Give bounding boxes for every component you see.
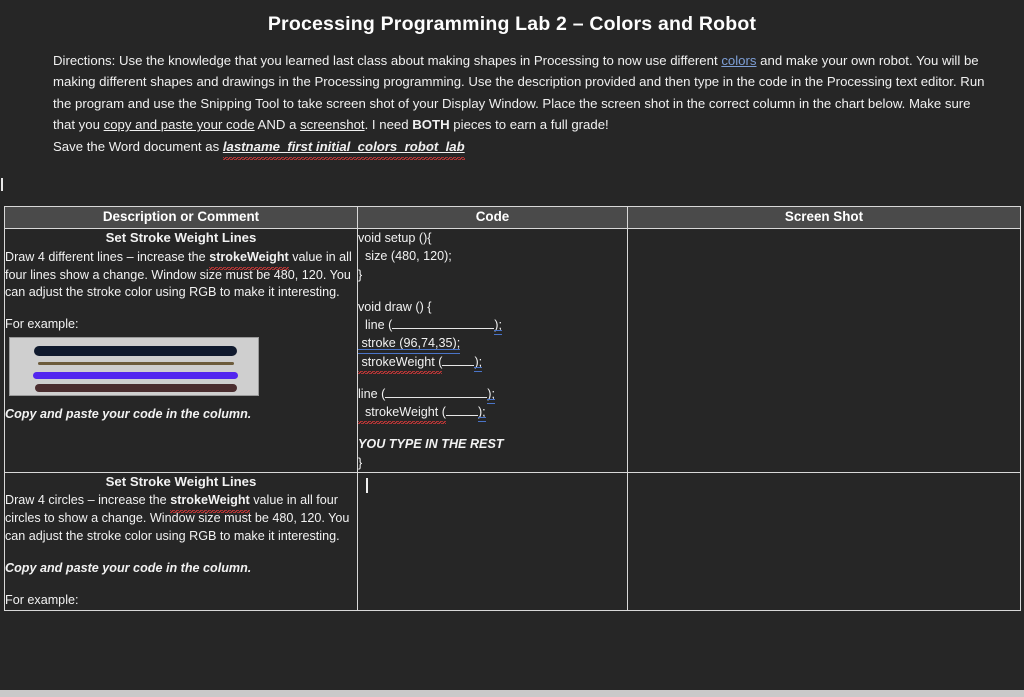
code-text-sw1-post: ); <box>474 353 482 373</box>
row1-desc-pre: Draw 4 different lines – increase the <box>5 249 210 264</box>
code-text-stroke: stroke (96,74,35); <box>358 334 461 354</box>
table-header-row: Description or Comment Code Screen Shot <box>4 206 1021 229</box>
row1-title: Set Stroke Weight Lines <box>105 230 257 245</box>
code-line-size: size (480, 120); <box>358 247 627 265</box>
code-line-line-1: line (); <box>358 316 627 336</box>
row1-example-label: For example: <box>5 317 79 332</box>
lab-table: Description or Comment Code Screen Shot … <box>4 206 1021 611</box>
row2-description-cell[interactable]: Set Stroke Weight Lines Draw 4 circles –… <box>4 471 358 611</box>
code-text-close-setup: } <box>358 267 363 282</box>
code-text-line1-pre: line ( <box>358 318 393 332</box>
colors-hyperlink[interactable]: colors <box>721 53 757 68</box>
code-text-draw: void draw () { <box>358 299 432 314</box>
example-line-4 <box>35 384 237 393</box>
margin-text-caret <box>1 178 3 191</box>
row2-desc-keyword: strokeWeight <box>170 492 250 514</box>
code-text-line1-post: ); <box>494 316 502 336</box>
directions-emphasis-both: BOTH <box>412 117 450 133</box>
example-line-3 <box>33 372 238 380</box>
row1-example-image <box>9 337 259 397</box>
directions-emphasis-copy-paste: copy and paste your code <box>103 117 255 133</box>
text-caret <box>366 477 368 493</box>
code-text-line2-pre: line ( <box>358 386 386 401</box>
column-header-code: Code <box>357 206 628 229</box>
row2-spacer-2 <box>5 578 357 592</box>
code-text-size: size (480, 120); <box>358 249 452 264</box>
code-line-stroke: stroke (96,74,35); <box>358 334 627 354</box>
page-title: Processing Programming Lab 2 – Colors an… <box>267 13 757 35</box>
code-blank-fill-1[interactable] <box>392 328 495 329</box>
directions-text-4: . I need <box>364 117 413 133</box>
code-line-draw: void draw () { <box>358 298 627 316</box>
table-row: Set Stroke Weight Lines Draw 4 circles –… <box>4 471 1021 611</box>
row2-desc-pre: Draw 4 circles – increase the <box>5 493 171 508</box>
row1-spacer-2 <box>5 396 357 406</box>
directions-block: Directions: Use the knowledge that you l… <box>53 50 994 161</box>
code-blank-fill-2[interactable] <box>442 364 475 366</box>
directions-label: Directions: <box>53 53 116 68</box>
row2-example-label: For example: <box>5 592 79 607</box>
row1-description-text: Draw 4 different lines – increase the st… <box>5 249 357 303</box>
row1-desc-post: value in all four lines show a change. W… <box>5 249 352 300</box>
code-line-instruction: YOU TYPE IN THE REST <box>358 435 627 453</box>
column-header-description: Description or Comment <box>4 206 358 229</box>
code-blank-1 <box>358 284 627 298</box>
code-text-sw1-pre: strokeWeight ( <box>358 353 443 375</box>
directions-text-1: Use the knowledge that you learned last … <box>115 53 722 68</box>
example-line-2 <box>38 362 234 366</box>
table-row: Set Stroke Weight Lines Draw 4 different… <box>4 228 1021 473</box>
directions-emphasis-screenshot: screenshot <box>300 117 365 133</box>
directions-text-3: AND a <box>254 117 301 133</box>
code-text-close-draw: } <box>358 455 363 470</box>
directions-text-5: pieces to earn a full grade! <box>449 117 609 133</box>
row1-description-cell[interactable]: Set Stroke Weight Lines Draw 4 different… <box>4 228 358 473</box>
code-text-instruction: YOU TYPE IN THE REST <box>358 437 504 452</box>
code-blank-fill-4[interactable] <box>445 415 478 416</box>
save-instruction: Save the Word document as lastname_first… <box>53 136 994 161</box>
save-filename: lastname_first initial_colors_robot_lab <box>222 136 465 161</box>
code-line-line-2: line (); <box>358 385 627 405</box>
example-line-1 <box>34 346 237 357</box>
directions-paragraph: Directions: Use the knowledge that you l… <box>53 50 994 136</box>
row1-code-cell[interactable]: void setup (){ size (480, 120); } void d… <box>357 228 628 473</box>
row2-code-cell[interactable] <box>357 471 628 611</box>
code-line-strokeweight-2: strokeWeight (); <box>358 403 627 425</box>
code-line-close-setup: } <box>358 266 627 284</box>
code-blank-fill-3[interactable] <box>385 396 488 398</box>
row2-spacer-1 <box>5 546 357 560</box>
row1-footer-note: Copy and paste your code in the column. <box>5 407 252 422</box>
save-instruction-label: Save the Word document as <box>53 138 223 154</box>
row1-screenshot-cell[interactable] <box>627 228 1021 473</box>
code-line-strokeweight-1: strokeWeight (); <box>358 353 627 375</box>
code-text-setup: void setup (){ <box>358 231 432 245</box>
row2-description-text: Draw 4 circles – increase the strokeWeig… <box>5 492 357 546</box>
column-header-screenshot: Screen Shot <box>627 206 1021 229</box>
row2-screenshot-cell[interactable] <box>627 471 1021 611</box>
page-bottom-edge <box>0 690 1024 697</box>
code-line-setup: void setup (){ <box>358 229 627 247</box>
row2-desc-post: value in all four circles to show a chan… <box>5 493 350 544</box>
row1-spacer-1 <box>5 302 357 316</box>
row2-title: Set Stroke Weight Lines <box>105 473 257 489</box>
code-text-sw2-pre: strokeWeight ( <box>358 403 446 425</box>
code-line-close-draw: } <box>358 454 627 472</box>
lab-table-wrapper: Description or Comment Code Screen Shot … <box>4 206 1021 688</box>
row1-desc-keyword: strokeWeight <box>209 249 289 270</box>
directions-text-2: and make your own robot. You will be mak… <box>53 53 985 133</box>
code-text-sw2-post: ); <box>477 403 486 423</box>
code-text-line2-post: ); <box>487 385 495 405</box>
row2-footer-note: Copy and paste your code in the column. <box>5 561 252 576</box>
